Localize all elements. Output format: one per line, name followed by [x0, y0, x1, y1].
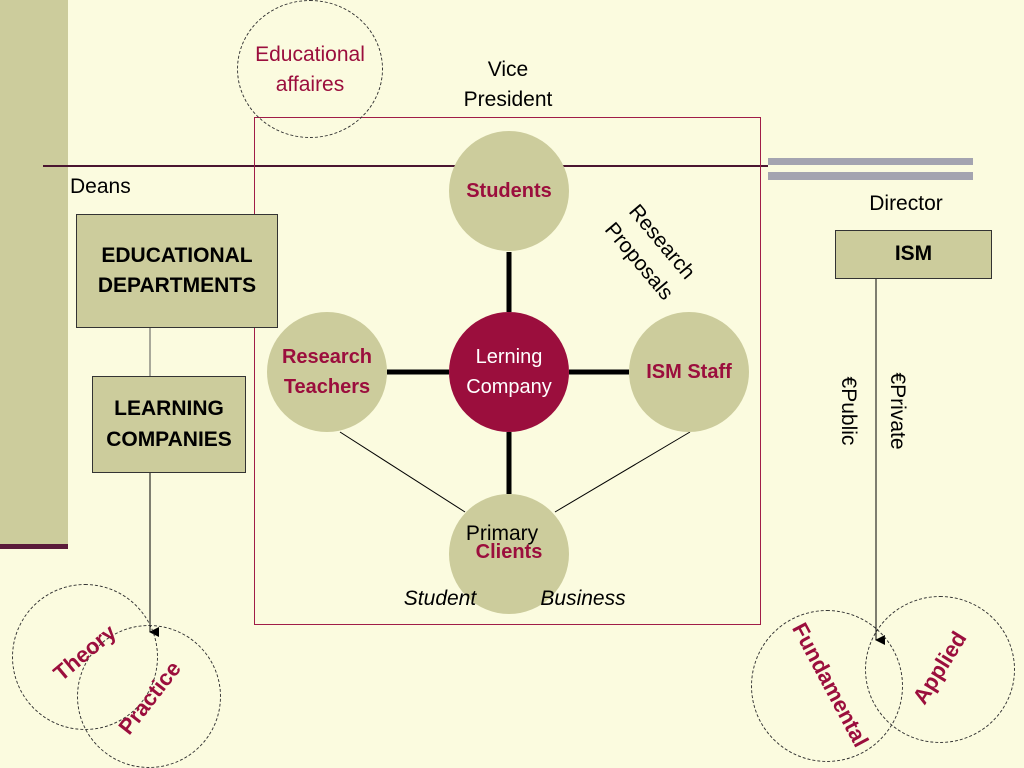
- business-label: Business: [540, 587, 626, 610]
- learning-companies-box: LEARNING COMPANIES: [92, 376, 246, 473]
- sidebar-bar: [0, 0, 68, 546]
- primary-label: Primary: [465, 522, 539, 545]
- educational-affaires-label: Educational affaires: [255, 43, 365, 96]
- ism-staff-node: ISM Staff: [629, 312, 749, 432]
- lerning-company-hub: Lerning Company: [449, 312, 569, 432]
- private-label: €Private: [886, 372, 909, 450]
- center-frame: [254, 117, 761, 625]
- educational-departments-box: EDUCATIONAL DEPARTMENTS: [76, 214, 278, 328]
- educational-affaires-circle: [237, 0, 383, 138]
- top-divider-line: [43, 165, 768, 167]
- vice-president-label: Vice President: [463, 58, 553, 111]
- diagonal-right: [554, 431, 691, 513]
- applied-circle: [865, 596, 1015, 743]
- ism-box: ISM: [835, 230, 992, 279]
- grey-double-bar: [768, 158, 973, 180]
- public-label: €Public: [837, 376, 860, 446]
- clients-label: Clients: [475, 541, 543, 563]
- diagonal-left: [339, 431, 466, 513]
- student-label: Student: [403, 587, 477, 610]
- deans-label: Deans: [70, 175, 131, 198]
- sidebar-underline: [0, 544, 68, 549]
- research-teachers-node: Research Teachers: [267, 312, 387, 432]
- director-label: Director: [869, 192, 943, 215]
- students-node: Students: [449, 131, 569, 251]
- clients-node: [449, 494, 569, 614]
